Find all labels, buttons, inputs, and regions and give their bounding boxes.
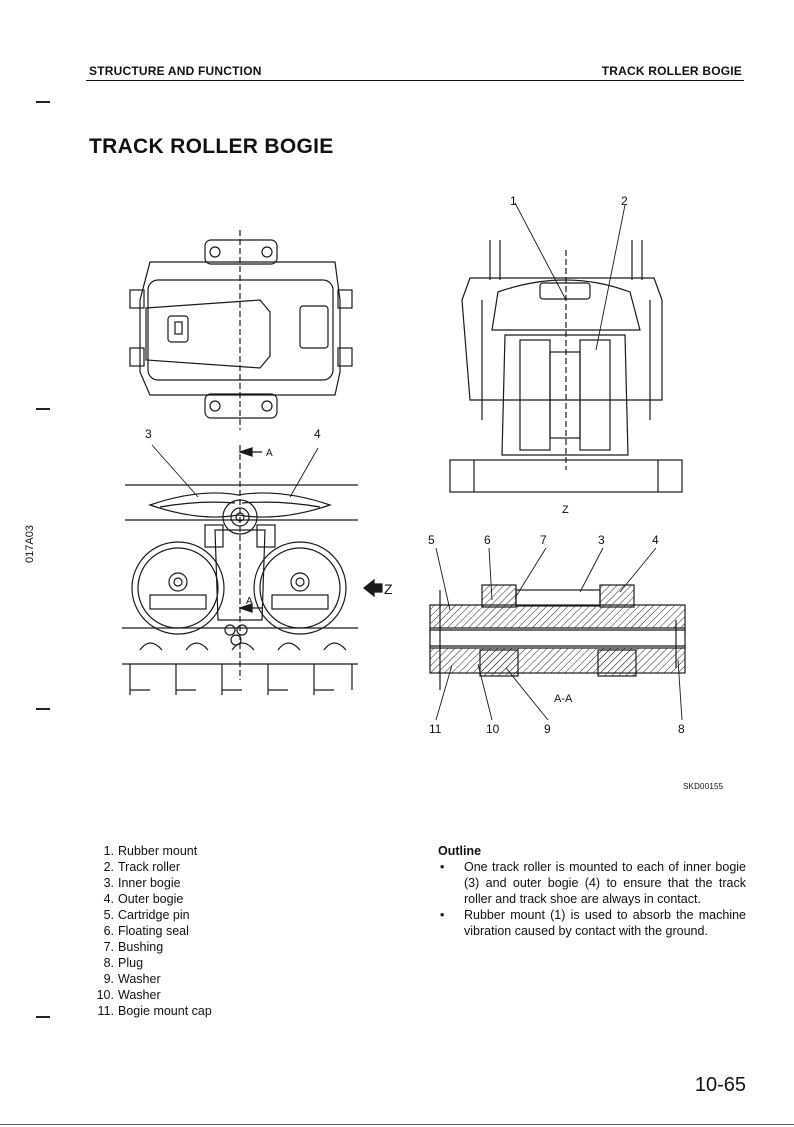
list-item: 7.Bushing: [103, 940, 164, 954]
footer-rule: [0, 1124, 794, 1125]
front-view: [449, 202, 683, 493]
callout-3b: 3: [598, 533, 605, 547]
list-item: 11.Bogie mount cap: [97, 1004, 212, 1018]
callout-7: 7: [540, 533, 547, 547]
outline-bullet: • One track roller is mounted to each of…: [438, 859, 746, 907]
section-a-top: A: [266, 448, 273, 459]
outline-bullet: • Rubber mount (1) is used to absorb the…: [438, 907, 746, 939]
callout-4b: 4: [652, 533, 659, 547]
header-section: STRUCTURE AND FUNCTION: [89, 64, 262, 78]
outline-text: Rubber mount (1) is used to absorb the m…: [464, 908, 746, 938]
view-z-label: Z: [562, 504, 569, 516]
callout-2: 2: [621, 194, 628, 208]
outline-text: One track roller is mounted to each of i…: [464, 860, 746, 906]
figure-code: SKD00155: [683, 782, 724, 791]
list-item: 2.Track roller: [103, 860, 181, 874]
margin-mark: [36, 408, 50, 410]
list-item: 1.Rubber mount: [103, 844, 198, 858]
margin-mark: [36, 1016, 50, 1018]
callout-8: 8: [678, 722, 685, 736]
callout-6: 6: [484, 533, 491, 547]
technical-drawing: 1 2 3 4 5 6 7 3 4 11 10 9 8 Z Z A-A A A: [122, 194, 686, 736]
bullet-icon: •: [440, 908, 445, 922]
plan-view: [129, 230, 353, 430]
callout-3: 3: [145, 427, 152, 441]
list-item: 5.Cartridge pin: [103, 908, 190, 922]
section-label: A-A: [554, 693, 573, 705]
callout-1: 1: [510, 194, 517, 208]
list-item: 8.Plug: [103, 956, 144, 970]
callout-10: 10: [486, 722, 500, 736]
callout-5: 5: [428, 533, 435, 547]
margin-mark: [36, 708, 50, 710]
callout-4: 4: [314, 427, 321, 441]
list-item: 6.Floating seal: [103, 924, 189, 938]
header-chapter: TRACK ROLLER BOGIE: [601, 64, 742, 78]
list-item: 4.Outer bogie: [103, 892, 184, 906]
outline-heading: Outline: [438, 844, 482, 858]
header-rule: [86, 80, 744, 81]
outline-section: Outline • One track roller is mounted to…: [438, 843, 746, 939]
list-item: 9.Washer: [103, 972, 161, 986]
arrow-z-label: Z: [384, 581, 393, 597]
list-item: 3.Inner bogie: [103, 876, 181, 890]
bullet-icon: •: [440, 860, 445, 874]
callout-9: 9: [544, 722, 551, 736]
page-number: 10-65: [694, 1074, 746, 1096]
parts-list: 1.Rubber mount 2.Track roller 3.Inner bo…: [92, 843, 212, 1019]
margin-mark: [36, 101, 50, 103]
section-aa: [429, 547, 686, 721]
section-a-bottom: A: [246, 596, 253, 607]
callout-11: 11: [429, 722, 442, 736]
list-item: 10.Washer: [96, 988, 161, 1002]
side-view: [122, 444, 383, 695]
page-title: TRACK ROLLER BOGIE: [89, 135, 334, 158]
